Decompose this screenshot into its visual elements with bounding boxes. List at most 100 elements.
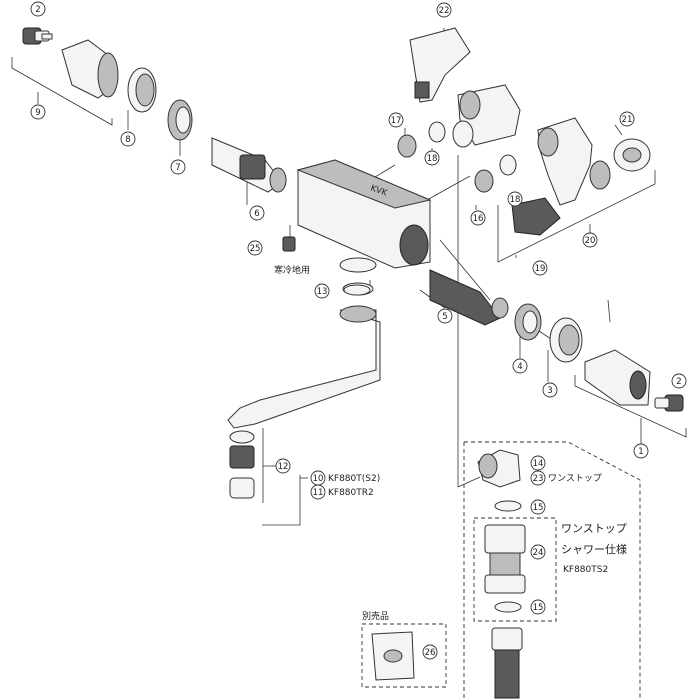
svg-text:13: 13 — [317, 287, 328, 297]
washer-17 — [397, 134, 417, 158]
shower-hose — [491, 627, 523, 699]
callout-9: 9 — [30, 104, 46, 120]
svg-text:9: 9 — [35, 108, 40, 118]
washer-15a — [494, 500, 522, 512]
mixer-body: KVK — [296, 159, 432, 269]
callout-25: 25 — [247, 240, 263, 256]
wall-bracket-22 — [409, 27, 471, 103]
model-kf880t-label: KF880T(S2) — [328, 474, 380, 484]
callout-6: 6 — [249, 205, 265, 221]
elbow-20 — [537, 117, 611, 206]
spout — [227, 257, 381, 429]
svg-text:18: 18 — [510, 195, 521, 205]
svg-text:21: 21 — [622, 115, 633, 125]
handle-ring-3 — [549, 317, 583, 363]
svg-text:16: 16 — [473, 214, 484, 224]
svg-text:5: 5 — [442, 312, 447, 322]
one-stop-shower-line1: ワンストップ — [561, 522, 627, 535]
svg-text:17: 17 — [391, 116, 402, 126]
callout-18a: 18 — [424, 150, 440, 166]
callout-8: 8 — [120, 131, 136, 147]
svg-text:2: 2 — [35, 5, 40, 15]
callout-24: 24 — [530, 544, 546, 560]
callout-22: 22 — [436, 2, 452, 18]
adapter-24 — [484, 524, 526, 594]
svg-text:10: 10 — [313, 474, 324, 484]
nut-4 — [514, 303, 542, 341]
callout-14: 14 — [530, 455, 546, 471]
text-labels: 寒冷地用 KF880T(S2) KF880TR2 ワンストップ ワンストップ シ… — [274, 264, 627, 622]
svg-text:25: 25 — [250, 244, 261, 254]
valve-19 — [511, 197, 561, 236]
callout-10: 10 — [310, 470, 326, 486]
model-kf880tr2-label: KF880TR2 — [328, 488, 374, 498]
svg-text:23: 23 — [533, 474, 544, 484]
elbow-14 — [477, 449, 521, 488]
sold-separately-label: 別売品 — [362, 610, 389, 622]
handle-cap-2b — [654, 394, 684, 412]
elbow-union-17 — [452, 84, 521, 148]
svg-text:12: 12 — [278, 462, 289, 472]
model-kf880ts2-label: KF880TS2 — [563, 565, 608, 575]
switch-cartridge-5 — [429, 269, 509, 326]
one-stop-shower-line2: シャワー仕様 — [561, 542, 627, 556]
callout-16: 16 — [470, 210, 486, 226]
sold-separately-part-26 — [371, 631, 415, 681]
svg-text:8: 8 — [125, 135, 130, 145]
switch-handle-part — [584, 349, 651, 406]
escutcheon-21 — [613, 138, 651, 172]
callout-7: 7 — [170, 159, 186, 175]
svg-text:20: 20 — [585, 236, 596, 246]
callout-4: 4 — [512, 358, 528, 374]
callout-1: 1 — [633, 443, 649, 459]
svg-text:7: 7 — [175, 163, 180, 173]
washer-18b — [499, 154, 517, 176]
callout-18b: 18 — [507, 191, 523, 207]
sold-separately-box — [361, 623, 447, 688]
callout-2b: 2 — [671, 373, 687, 389]
temperature-handle-part — [61, 39, 119, 99]
callout-2: 2 — [30, 1, 46, 17]
callout-5: 5 — [437, 308, 453, 324]
svg-text:6: 6 — [254, 209, 259, 219]
svg-text:14: 14 — [533, 459, 544, 469]
callout-12: 12 — [275, 458, 291, 474]
callout-15a: 15 — [530, 499, 546, 515]
svg-text:3: 3 — [547, 386, 552, 396]
svg-text:1: 1 — [638, 447, 643, 457]
one-stop-label: ワンストップ — [548, 473, 602, 484]
svg-text:15: 15 — [533, 603, 544, 613]
svg-text:11: 11 — [313, 488, 324, 498]
svg-text:24: 24 — [533, 548, 544, 558]
callout-11: 11 — [310, 484, 326, 500]
nut-7 — [167, 99, 193, 141]
svg-text:2: 2 — [676, 377, 681, 387]
svg-text:4: 4 — [517, 362, 522, 372]
o-ring-13 — [343, 284, 371, 296]
svg-text:22: 22 — [439, 6, 450, 16]
callout-21: 21 — [619, 111, 635, 127]
washer-18a — [428, 121, 446, 143]
handle-ring-8 — [127, 67, 157, 113]
one-stop-shower-box — [463, 441, 641, 700]
callout-19: 19 — [532, 260, 548, 276]
thermo-cartridge-6 — [211, 137, 287, 193]
callout-20: 20 — [582, 232, 598, 248]
callout-23: 23 — [530, 470, 546, 486]
callout-17: 17 — [388, 112, 404, 128]
svg-text:18: 18 — [427, 154, 438, 164]
svg-text:26: 26 — [425, 648, 436, 658]
aerator-parts-12 — [229, 430, 255, 499]
callout-26: 26 — [422, 644, 438, 660]
washer-15b — [494, 601, 522, 613]
svg-text:15: 15 — [533, 503, 544, 513]
callout-15b: 15 — [530, 599, 546, 615]
handle-cap-part — [22, 27, 53, 45]
svg-text:19: 19 — [535, 264, 546, 274]
cold-region-plug-25 — [282, 236, 296, 252]
callouts: 2 22 9 17 21 8 18 7 — [30, 1, 687, 660]
cold-region-label: 寒冷地用 — [274, 264, 310, 276]
callout-13: 13 — [314, 283, 330, 299]
callout-3: 3 — [542, 382, 558, 398]
